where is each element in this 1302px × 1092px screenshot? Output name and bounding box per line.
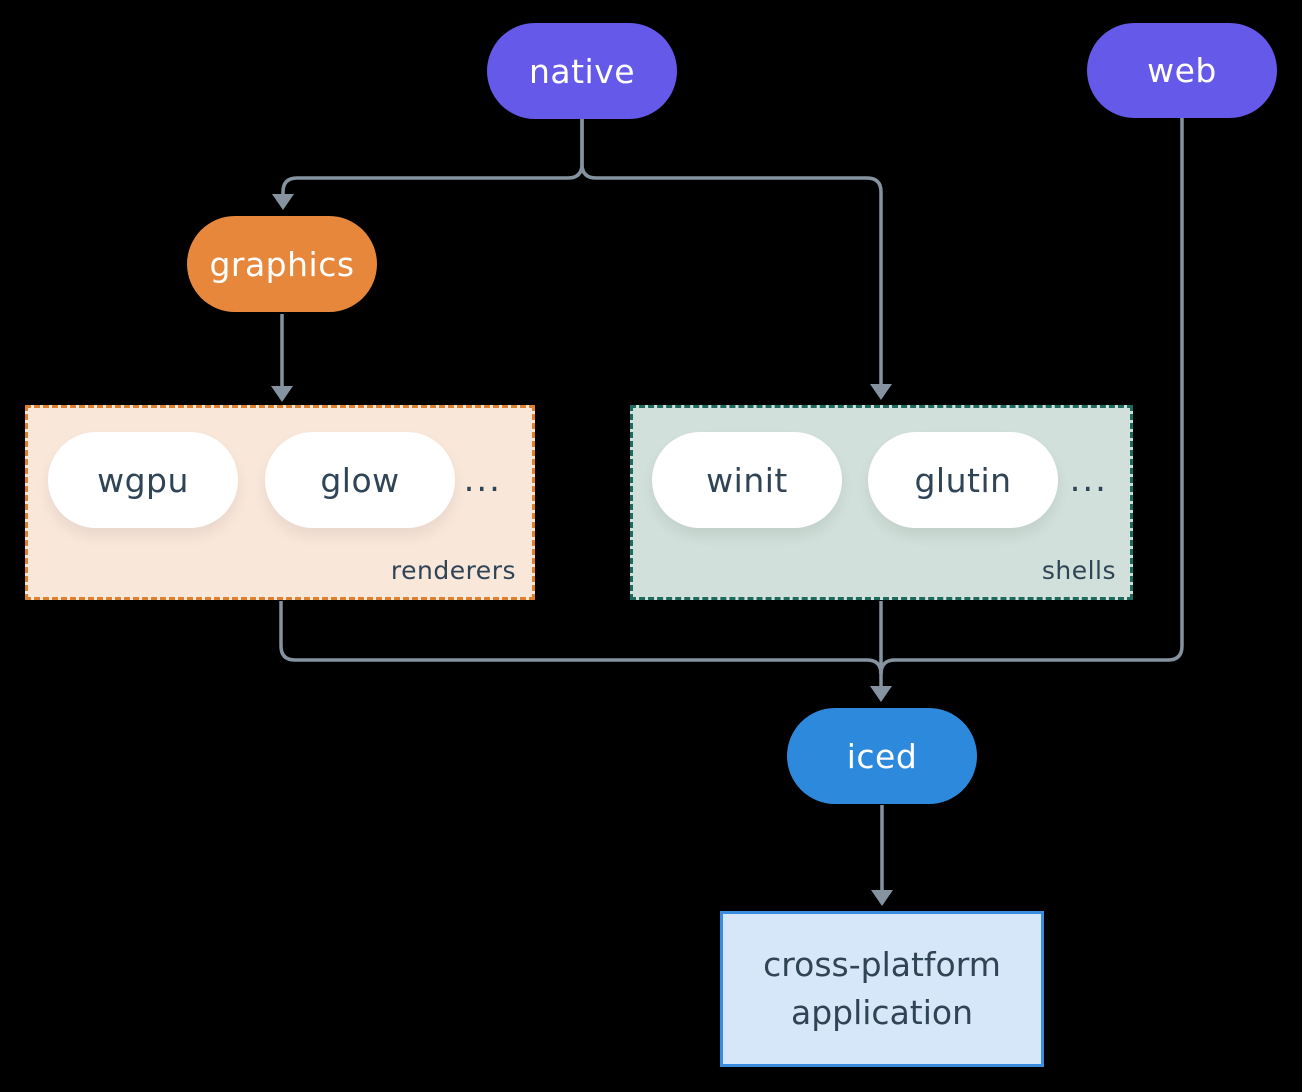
edge-renderers-iced	[279, 601, 883, 675]
node-graphics-label: graphics	[209, 244, 355, 284]
node-graphics: graphics	[187, 216, 377, 312]
group-shells-label: shells	[1041, 556, 1116, 585]
edge-shells-iced-arrowhead	[870, 686, 892, 702]
group-renderers: wgpu glow ... renderers	[25, 405, 535, 600]
edge-iced-application-arrowhead	[871, 890, 893, 906]
node-glutin: glutin	[868, 432, 1058, 528]
node-glow-label: glow	[320, 460, 400, 500]
edge-native-shells	[580, 118, 883, 386]
node-application: cross-platform application	[720, 911, 1044, 1067]
node-native-label: native	[528, 51, 636, 91]
node-web: web	[1087, 23, 1277, 118]
edge-graphics-renderers-arrowhead	[271, 386, 293, 402]
group-shells: winit glutin ... shells	[630, 405, 1133, 600]
group-renderers-label: renderers	[390, 556, 516, 585]
node-glutin-label: glutin	[914, 460, 1012, 500]
node-winit: winit	[652, 432, 842, 528]
node-application-label: cross-platform application	[763, 945, 1001, 1032]
node-glow: glow	[265, 432, 455, 528]
node-iced-label: iced	[846, 736, 918, 776]
edge-native-shells-arrowhead	[870, 384, 892, 400]
renderers-ellipsis-text: ...	[463, 460, 502, 500]
node-iced: iced	[787, 708, 977, 804]
edge-native-graphics-arrowhead	[272, 194, 294, 210]
shells-ellipsis-text: ...	[1069, 460, 1108, 500]
node-wgpu: wgpu	[48, 432, 238, 528]
node-wgpu-label: wgpu	[97, 460, 189, 500]
node-web-label: web	[1147, 51, 1217, 90]
node-native: native	[487, 23, 677, 119]
edge-native-graphics	[281, 118, 584, 196]
node-winit-label: winit	[706, 460, 788, 500]
